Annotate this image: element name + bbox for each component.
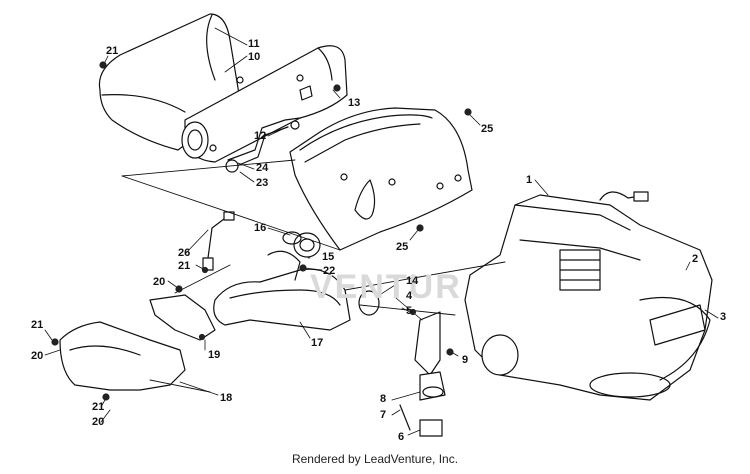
callout-20c: 20 — [92, 416, 105, 428]
callout-21d: 21 — [92, 401, 105, 413]
callout-11: 11 — [248, 38, 260, 50]
engine-mount-bracket — [399, 311, 446, 437]
callout-7: 7 — [380, 409, 387, 421]
callout-12: 12 — [254, 130, 267, 142]
callout-21b: 21 — [178, 260, 191, 272]
callout-4: 4 — [406, 290, 413, 302]
callout-21: 21 — [106, 45, 119, 57]
callout-23: 23 — [256, 177, 269, 189]
shield-bracket — [149, 294, 216, 341]
callout-19: 19 — [208, 349, 221, 361]
gasket — [293, 232, 321, 258]
callout-15: 15 — [322, 251, 335, 263]
callout-25: 25 — [481, 123, 494, 135]
callout-1: 1 — [526, 174, 533, 186]
exhaust-header — [213, 231, 351, 331]
callout-14: 14 — [406, 275, 419, 287]
watermark-text: VENTUR — [310, 268, 462, 306]
manifold-gasket — [358, 290, 380, 316]
callout-22: 22 — [323, 265, 336, 277]
callout-9: 9 — [462, 354, 469, 366]
fasteners — [51, 61, 472, 401]
callout-24: 24 — [256, 162, 269, 174]
muffler — [181, 45, 348, 163]
callout-17: 17 — [311, 337, 324, 349]
callout-16: 16 — [254, 222, 267, 234]
leader-lines — [44, 27, 719, 436]
callout-21c: 21 — [31, 319, 44, 331]
callout-10: 10 — [248, 51, 261, 63]
callout-13: 13 — [348, 97, 361, 109]
callout-6: 6 — [398, 431, 405, 443]
callout-2: 2 — [692, 253, 699, 265]
callout-25b: 25 — [396, 241, 409, 253]
callout-20: 20 — [153, 276, 166, 288]
reference-lines — [121, 159, 506, 393]
callout-3: 3 — [720, 311, 727, 323]
callout-5: 5 — [406, 305, 413, 317]
callout-26: 26 — [178, 247, 191, 259]
callout-20b: 20 — [31, 350, 44, 362]
engine — [464, 191, 713, 401]
callout-8: 8 — [380, 393, 387, 405]
callout-18: 18 — [220, 392, 233, 404]
lower-heat-shield — [59, 321, 186, 391]
exhaust-heat-shield — [289, 107, 473, 251]
footer-credit: Rendered by LeadVenture, Inc. — [291, 452, 459, 466]
oxygen-sensor — [202, 211, 235, 271]
